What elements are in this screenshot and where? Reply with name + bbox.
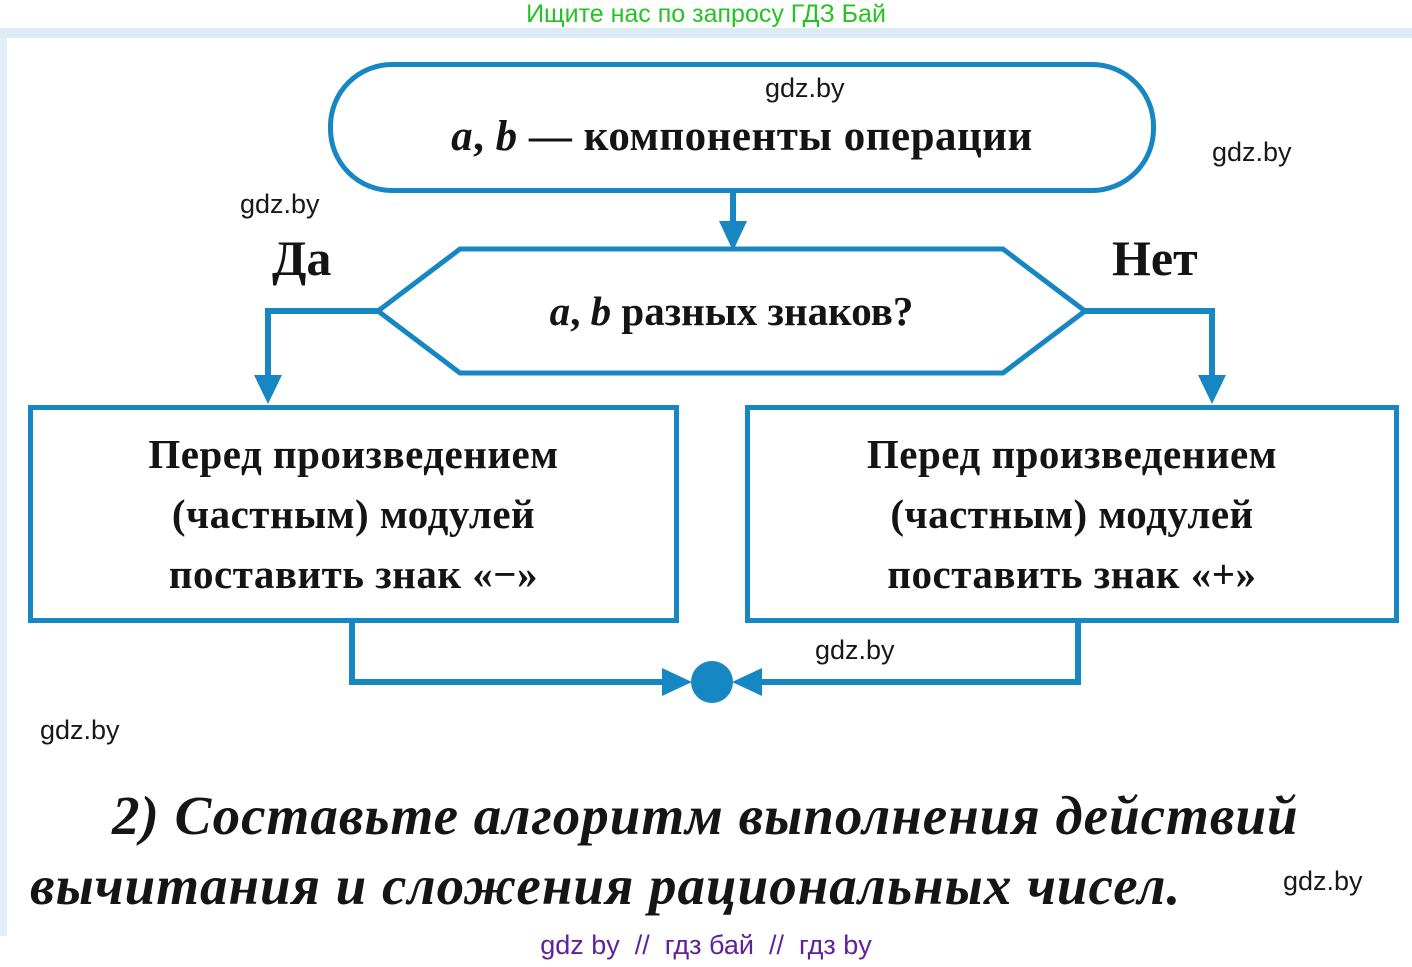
box-minus-line: (частным) модулей: [171, 491, 536, 537]
frame-strip-top: [0, 28, 1412, 38]
box-plus-line: (частным) модулей: [890, 491, 1254, 537]
watermark-gdzby: gdz.by: [1212, 137, 1292, 167]
task-text-line1: 2) Составьте алгоритм выполнения действи…: [112, 785, 1299, 846]
arrow-right-to-merge: [732, 618, 1081, 696]
merge-point-circle: [691, 661, 733, 703]
arrow-start-to-decision: [719, 192, 747, 251]
start-node-text: a, b — компоненты операции: [451, 113, 1033, 160]
frame-strip-left: [0, 38, 7, 936]
watermark-gdzby: gdz.by: [815, 635, 895, 665]
branch-label-yes: Да: [272, 230, 332, 286]
variable-a: a: [451, 113, 474, 160]
decision-node-text: a, b разных знаков?: [549, 288, 914, 334]
watermark-gdzby: gdz.by: [765, 73, 845, 103]
arrow-yes-branch: [254, 308, 378, 404]
flowchart-start-node: a, b — компоненты операции: [328, 62, 1156, 193]
box-plus-line: Перед произведением: [866, 431, 1278, 477]
flowchart-box-plus: Перед произведением (частным) модулей по…: [745, 405, 1399, 623]
watermark-gdzby: gdz.by: [40, 715, 120, 745]
arrow-left-to-merge: [349, 618, 692, 696]
box-plus-line: поставить знак «+»: [887, 551, 1257, 597]
watermark-gdzby: gdz.by: [1283, 866, 1363, 896]
watermark-gdzby: gdz.by: [240, 189, 320, 219]
flowchart-box-minus: Перед произведением (частным) модулей по…: [28, 405, 679, 623]
branch-label-no: Нет: [1112, 230, 1198, 286]
site-footer: gdz by // гдз бай // гдз by: [540, 930, 872, 960]
site-banner: Ищите нас по запросу ГДЗ Бай: [526, 0, 886, 28]
variable-a: a: [549, 288, 571, 334]
variable-b: b: [495, 113, 518, 160]
box-minus-line: поставить знак «−»: [168, 551, 539, 597]
task-text-line2: вычитания и сложения рациональных чисел.: [30, 855, 1182, 916]
arrow-no-branch: [1085, 308, 1226, 404]
box-minus-line: Перед произведением: [148, 431, 559, 477]
variable-b: b: [590, 288, 612, 334]
